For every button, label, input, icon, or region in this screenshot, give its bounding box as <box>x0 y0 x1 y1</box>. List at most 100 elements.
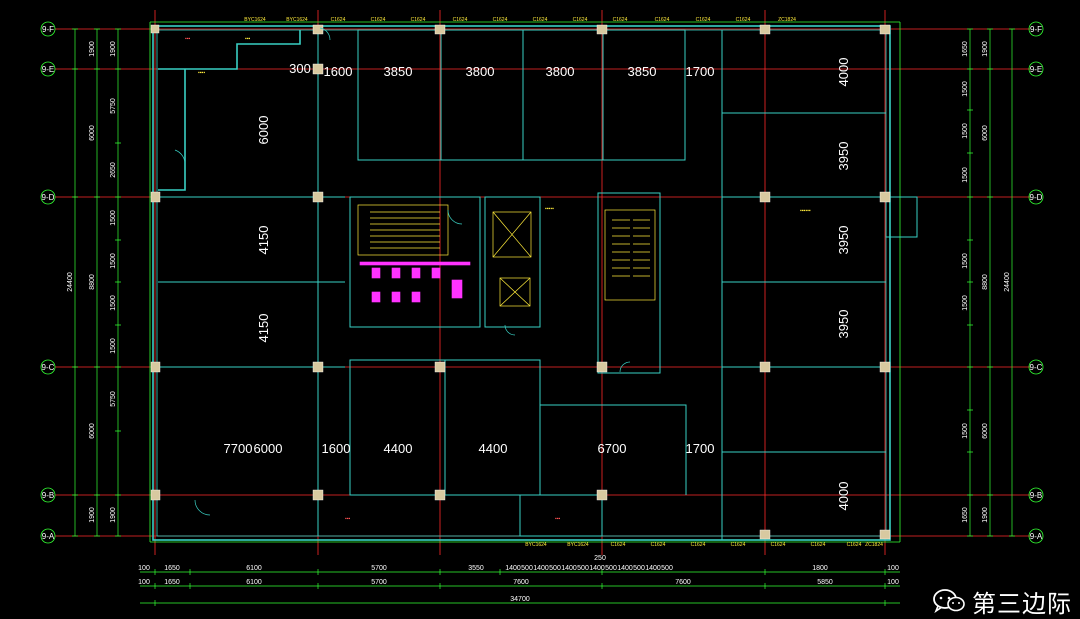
bottom-dim-row1: 500 <box>549 565 561 572</box>
column <box>150 361 161 373</box>
room-dimension-top: 1600 <box>324 64 353 79</box>
bottom-dim-row1: 6100 <box>246 565 262 572</box>
column <box>150 489 161 501</box>
stair-east-treads <box>612 219 650 277</box>
room-dimension-right: 4000 <box>836 482 851 511</box>
left-dim-outer: 1900 <box>89 507 96 523</box>
right-dim-outer: 6000 <box>982 423 989 439</box>
bottom-dim-row2: 5850 <box>817 579 833 586</box>
grid-label-right: 9-A <box>1030 532 1043 541</box>
ticks-bottom-row1 <box>154 569 886 575</box>
exterior-wall <box>152 25 891 541</box>
window-tag-top: BYC1624 <box>244 17 266 23</box>
stair-west <box>357 204 449 256</box>
toilet-fixture <box>451 279 463 299</box>
grid-bubble <box>1028 359 1044 375</box>
side-dimensions: 2440019006000880060001900190057502650150… <box>67 41 1011 523</box>
grid-label-left: 9-E <box>42 65 54 74</box>
office-b3 <box>539 404 687 495</box>
left-dim-inner: 1500 <box>110 338 117 354</box>
bottom-dim-row1: 1400 <box>533 565 549 572</box>
right-dim-inner: 1500 <box>962 81 969 97</box>
annotation-text: ▪▪▪ <box>185 36 191 42</box>
bottom-dim-total: 34700 <box>510 596 530 603</box>
column <box>879 24 891 35</box>
grid-bubble <box>1028 189 1044 205</box>
column <box>879 191 891 203</box>
column <box>434 24 446 35</box>
bottom-dim-row2: 100 <box>138 579 150 586</box>
window-tag-top: BYC1624 <box>286 17 308 23</box>
room-dimension-right: 3950 <box>836 310 851 339</box>
room-dimension-left: 6000 <box>256 116 271 145</box>
ticks-left-total <box>72 28 78 537</box>
window-tag-top: C1624 <box>613 17 628 23</box>
room-dimension-left: 4150 <box>256 314 271 343</box>
window-tag-bottom: BYC1624 <box>525 542 547 548</box>
window-tag-top: C1624 <box>533 17 548 23</box>
top-left-room-wall <box>158 30 301 70</box>
elevator-1-cross <box>492 211 532 258</box>
annotation-text: ▪▪▪▪▪▪ <box>800 208 811 214</box>
grid-bubble <box>40 359 56 375</box>
column <box>759 529 771 540</box>
window-tag-top: C1624 <box>453 17 468 23</box>
door-swing <box>174 149 186 166</box>
grid-label-right: 9-E <box>1030 65 1042 74</box>
right-dim-outer: 1900 <box>982 507 989 523</box>
left-dim-outer: 8800 <box>89 274 96 290</box>
column <box>312 24 324 35</box>
window-tag-top: ZC1824 <box>778 17 796 23</box>
column <box>312 489 324 501</box>
right-dim-inner: 1500 <box>962 295 969 311</box>
bottom-dim-row2: 100 <box>887 579 899 586</box>
room-dimension-top: 3800 <box>466 64 495 79</box>
right-dim-inner: 1650 <box>962 41 969 57</box>
column <box>150 191 161 203</box>
column <box>150 24 160 34</box>
window-tag-bottom: C1624 <box>731 542 746 548</box>
annotations: ▪▪▪ ▪▪▪ ▪▪▪▪ ▪▪▪▪▪ ▪▪▪▪▪▪ ▪▪▪ ▪▪▪ <box>185 36 811 522</box>
door-swing <box>504 324 516 336</box>
right-dim-outer: 1900 <box>982 41 989 57</box>
room-dimension-bottom: 4400 <box>479 441 508 456</box>
window-tag-top: C1624 <box>493 17 508 23</box>
column <box>312 191 324 203</box>
left-dim-inner: 1500 <box>110 210 117 226</box>
elevator-2-cross <box>499 277 531 307</box>
room-dimension-right: 4000 <box>836 58 851 87</box>
column <box>596 24 608 35</box>
room-dimension-bottom: 1600 <box>322 441 351 456</box>
dimension-ticks <box>72 28 1015 606</box>
right-bay <box>885 196 918 238</box>
window-tag-bottom: C1624 <box>811 542 826 548</box>
bottom-dim-row1: 1400 <box>617 565 633 572</box>
grid-bubble <box>1028 528 1044 544</box>
bottom-dim-row2: 7600 <box>513 579 529 586</box>
window-tag-bottom: C1624 <box>611 542 626 548</box>
annotation-text: ▪▪▪▪ <box>198 70 205 76</box>
bottom-dim-marker: 250 <box>594 555 606 562</box>
window-tag-top: C1624 <box>736 17 751 23</box>
core-stair-east <box>597 192 661 374</box>
window-tag-bottom: C1624 <box>651 542 666 548</box>
left-dim-inner: 1500 <box>110 295 117 311</box>
grid-bubble <box>40 528 56 544</box>
window-tag-bottom: C1624 <box>771 542 786 548</box>
grid-label-right: 9-F <box>1030 25 1042 34</box>
room-dimension-right: 3950 <box>836 142 851 171</box>
right-dim-inner: 1500 <box>962 167 969 183</box>
door-swing <box>194 499 211 516</box>
column <box>596 361 608 373</box>
room-dimension-left: 4150 <box>256 226 271 255</box>
left-dim-outer: 6000 <box>89 125 96 141</box>
core-toilets <box>349 196 481 328</box>
room-dimension-top: 3850 <box>384 64 413 79</box>
toilet-fixture <box>371 267 381 279</box>
window-tag-top: C1624 <box>411 17 426 23</box>
elevator-1 <box>492 211 532 258</box>
ticks-left-outer <box>94 28 100 537</box>
